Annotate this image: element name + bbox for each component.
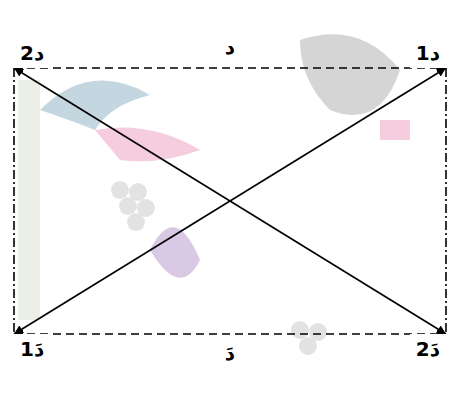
- term-node: دَ2: [410, 334, 446, 364]
- bird-wing: [40, 81, 150, 130]
- term-label: دَ1: [20, 337, 44, 361]
- axis-label: د: [219, 32, 241, 62]
- term-node: دَ1: [14, 334, 50, 364]
- term-node: د1: [410, 38, 446, 68]
- term-node: د2: [14, 38, 50, 68]
- relation-arrow: [445, 68, 447, 334]
- ornament-shape: [300, 34, 400, 115]
- ornament-band: [380, 120, 410, 140]
- relation-arrow: [14, 68, 446, 334]
- term-label: د2: [20, 41, 44, 65]
- relation-arrow: [14, 67, 446, 69]
- axis-label: دَ: [219, 338, 241, 368]
- term-label: دَ2: [416, 337, 440, 361]
- relation-arrow: [13, 68, 15, 334]
- term-label: د1: [416, 41, 440, 65]
- relation-arrow: [14, 333, 446, 335]
- border-pattern: [18, 80, 40, 320]
- bird-body: [95, 128, 200, 162]
- relation-arrow: [14, 68, 446, 334]
